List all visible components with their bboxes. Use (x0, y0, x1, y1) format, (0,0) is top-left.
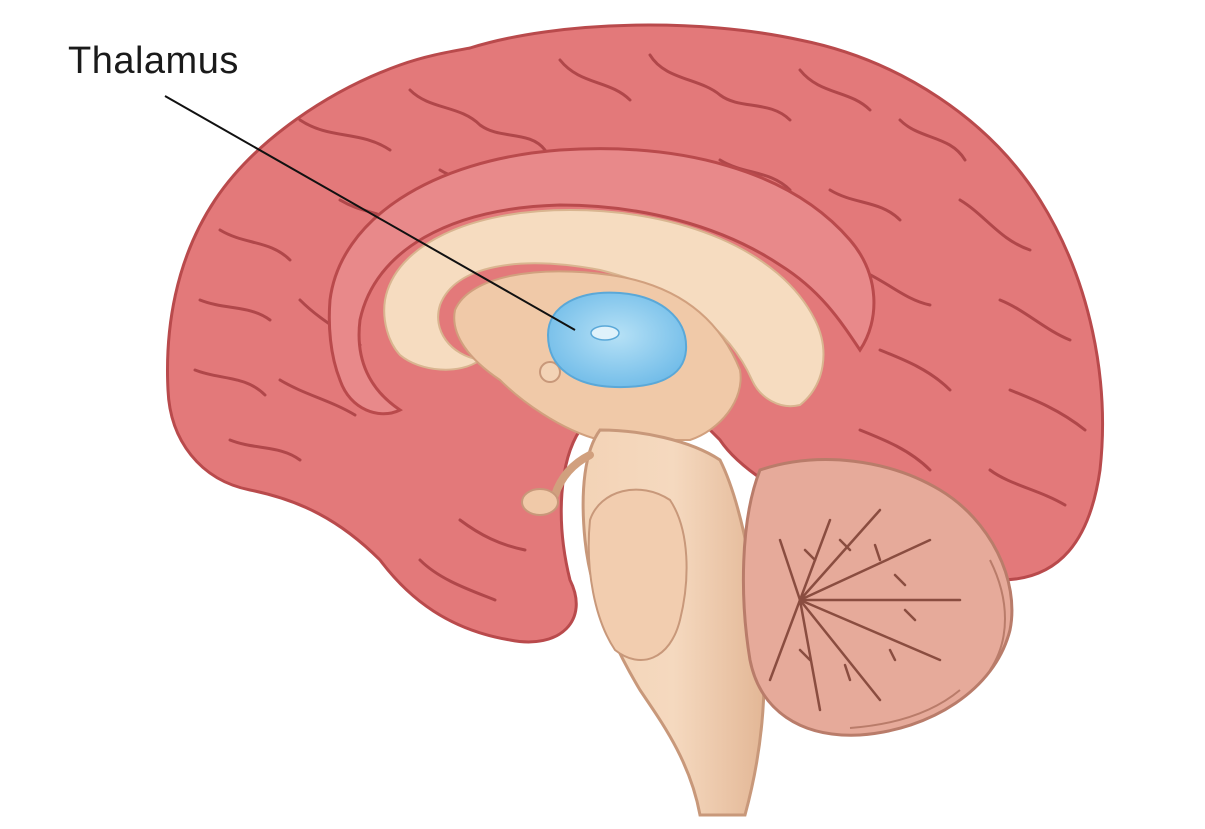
thalamus (546, 291, 688, 389)
cingulate-gyrus (327, 147, 876, 416)
thalamus-label: Thalamus (68, 40, 239, 82)
pituitary (521, 361, 594, 516)
thalamus-leader-line (164, 95, 576, 331)
pons (587, 488, 688, 661)
cerebellum (741, 458, 1014, 737)
